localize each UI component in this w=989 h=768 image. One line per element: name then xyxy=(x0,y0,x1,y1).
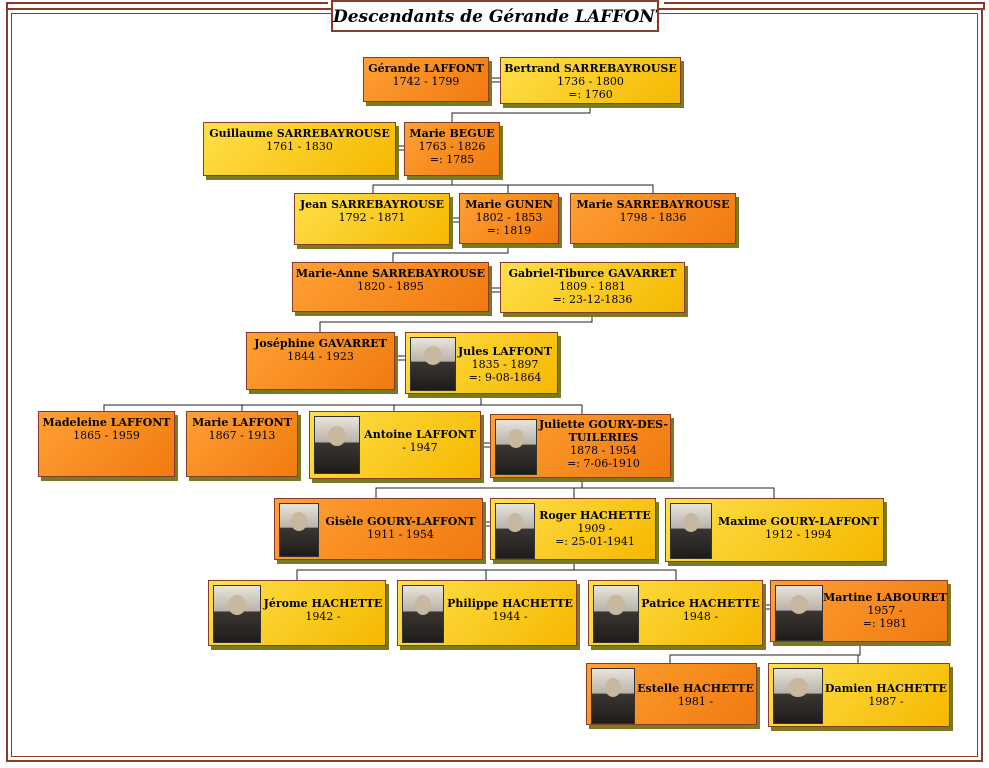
person-box-estelle-hachette[interactable]: Estelle HACHETTE 1981 - xyxy=(586,663,757,725)
person-name: Roger HACHETTE xyxy=(539,509,651,522)
person-dates: 1912 - 1994 xyxy=(765,528,832,541)
person-box-philippe-hachette[interactable]: Philippe HACHETTE 1944 - xyxy=(397,580,577,646)
person-name: Gabriel-Tiburce GAVARRET xyxy=(508,267,677,280)
portrait-photo xyxy=(495,419,537,475)
person-dates: 1944 - xyxy=(492,610,528,623)
person-dates: 1835 - 1897 xyxy=(471,358,539,371)
person-dates: 1820 - 1895 xyxy=(357,280,424,293)
person-name: Marie-Anne SARREBAYROUSE xyxy=(295,267,486,280)
marriage-date: =: 23-12-1836 xyxy=(552,293,633,306)
portrait-photo xyxy=(773,668,823,724)
person-dates: 1736 - 1800 xyxy=(557,75,624,88)
person-name: Bertrand SARREBAYROUSE xyxy=(504,62,677,75)
person-name: Patrice HACHETTE xyxy=(641,597,760,610)
person-dates: 1948 - xyxy=(682,610,719,623)
person-box-damien-hachette[interactable]: Damien HACHETTE 1987 - xyxy=(768,663,950,727)
person-box-marie-sarrebayrouse[interactable]: Marie SARREBAYROUSE 1798 - 1836 xyxy=(570,193,736,244)
person-dates: 1909 - xyxy=(577,522,613,535)
person-name: Marie SARREBAYROUSE xyxy=(576,198,730,211)
person-name: Joséphine GAVARRET xyxy=(254,337,387,350)
portrait-photo xyxy=(591,668,635,724)
person-box-bertrand-sarrebayrouse[interactable]: Bertrand SARREBAYROUSE 1736 - 1800 =: 17… xyxy=(500,57,681,104)
frame-corner-left xyxy=(6,2,328,10)
marriage-date: =: 7-06-1910 xyxy=(567,457,640,470)
portrait-photo xyxy=(410,337,456,391)
person-box-gisele-goury-laffont[interactable]: Gisèle GOURY-LAFFONT 1911 - 1954 xyxy=(274,498,483,560)
marriage-date: =: 1785 xyxy=(429,153,475,166)
page-title: Descendants de Gérande LAFFONT xyxy=(331,0,659,32)
person-box-juliette-goury-des-tuileries[interactable]: Juliette GOURY-DES- TUILERIES 1878 - 195… xyxy=(490,414,671,478)
person-name: Damien HACHETTE xyxy=(824,682,948,695)
person-box-marie-begue[interactable]: Marie BEGUE 1763 - 1826 =: 1785 xyxy=(404,122,500,176)
person-name: Jules LAFFONT xyxy=(457,345,553,358)
person-box-josephine-gavarret[interactable]: Joséphine GAVARRET 1844 - 1923 xyxy=(246,332,395,390)
person-box-maxime-goury-laffont[interactable]: Maxime GOURY-LAFFONT 1912 - 1994 xyxy=(665,498,884,562)
portrait-photo xyxy=(775,585,823,641)
person-dates: 1809 - 1881 xyxy=(559,280,626,293)
person-dates: 1878 - 1954 xyxy=(570,444,637,457)
portrait-photo xyxy=(314,416,360,474)
marriage-date: =: 9-08-1864 xyxy=(468,371,542,384)
portrait-photo xyxy=(213,585,261,643)
person-box-madeleine-laffont[interactable]: Madeleine LAFFONT 1865 - 1959 xyxy=(38,411,175,477)
person-name: Gisèle GOURY-LAFFONT xyxy=(325,515,476,528)
person-box-marie-gunen[interactable]: Marie GUNEN 1802 - 1853 =: 1819 xyxy=(459,193,559,244)
person-name: Antoine LAFFONT xyxy=(364,428,476,441)
person-box-patrice-hachette[interactable]: Patrice HACHETTE 1948 - xyxy=(588,580,763,646)
person-name: Marie BEGUE xyxy=(409,127,495,140)
portrait-photo xyxy=(495,503,535,559)
person-box-antoine-laffont[interactable]: Antoine LAFFONT - 1947 xyxy=(309,411,481,479)
person-name: Guillaume SARREBAYROUSE xyxy=(209,127,390,140)
person-dates: 1792 - 1871 xyxy=(338,211,406,224)
person-dates: 1802 - 1853 xyxy=(475,211,543,224)
person-box-roger-hachette[interactable]: Roger HACHETTE 1909 - =: 25-01-1941 xyxy=(490,498,656,560)
portrait-photo xyxy=(593,585,639,643)
person-dates: 1798 - 1836 xyxy=(619,211,687,224)
person-box-jerome-hachette[interactable]: Jérome HACHETTE 1942 - xyxy=(208,580,386,646)
person-name: Estelle HACHETTE xyxy=(637,682,754,695)
marriage-date: =: 1760 xyxy=(568,88,613,101)
person-dates: 1911 - 1954 xyxy=(367,528,434,541)
person-name: Marie LAFFONT xyxy=(192,416,292,429)
person-box-gerande-laffont[interactable]: Gérande LAFFONT 1742 - 1799 xyxy=(363,57,489,102)
marriage-date: =: 25-01-1941 xyxy=(555,535,635,548)
person-name-continued: TUILERIES xyxy=(568,431,639,444)
person-dates: - 1947 xyxy=(402,441,438,454)
person-name: Maxime GOURY-LAFFONT xyxy=(718,515,879,528)
person-dates: 1865 - 1959 xyxy=(73,429,140,442)
person-dates: 1867 - 1913 xyxy=(208,429,276,442)
person-name: Gérande LAFFONT xyxy=(368,62,484,75)
person-box-guillaume-sarrebayrouse[interactable]: Guillaume SARREBAYROUSE 1761 - 1830 xyxy=(203,122,396,176)
person-dates: 1761 - 1830 xyxy=(266,140,333,153)
person-dates: 1844 - 1923 xyxy=(287,350,354,363)
person-box-gabriel-tiburce-gavarret[interactable]: Gabriel-Tiburce GAVARRET 1809 - 1881 =: … xyxy=(500,262,685,313)
person-dates: 1957 - xyxy=(867,604,903,617)
person-name: Madeleine LAFFONT xyxy=(42,416,171,429)
person-box-marie-laffont[interactable]: Marie LAFFONT 1867 - 1913 xyxy=(186,411,298,477)
person-name: Jérome HACHETTE xyxy=(263,597,383,610)
person-name: Marie GUNEN xyxy=(465,198,553,211)
person-dates: 1942 - xyxy=(305,610,341,623)
portrait-photo xyxy=(670,503,712,559)
person-box-jules-laffont[interactable]: Jules LAFFONT 1835 - 1897 =: 9-08-1864 xyxy=(405,332,558,394)
person-dates: 1981 - xyxy=(677,695,714,708)
person-name: Philippe HACHETTE xyxy=(447,597,573,610)
portrait-photo xyxy=(279,503,319,557)
frame-corner-right xyxy=(664,2,985,10)
marriage-date: =: 1819 xyxy=(486,224,532,237)
person-box-marie-anne-sarrebayrouse[interactable]: Marie-Anne SARREBAYROUSE 1820 - 1895 xyxy=(292,262,489,312)
person-dates: 1763 - 1826 xyxy=(418,140,486,153)
person-box-martine-labouret[interactable]: Martine LABOURET 1957 - =: 1981 xyxy=(770,580,948,642)
person-box-jean-sarrebayrouse[interactable]: Jean SARREBAYROUSE 1792 - 1871 xyxy=(294,193,450,245)
person-name: Jean SARREBAYROUSE xyxy=(299,198,445,211)
person-dates: 1987 - xyxy=(868,695,904,708)
person-dates: 1742 - 1799 xyxy=(392,75,460,88)
person-name: Juliette GOURY-DES- xyxy=(538,418,669,431)
person-name: Martine LABOURET xyxy=(823,591,947,604)
marriage-date: =: 1981 xyxy=(862,617,908,630)
portrait-photo xyxy=(402,585,444,643)
